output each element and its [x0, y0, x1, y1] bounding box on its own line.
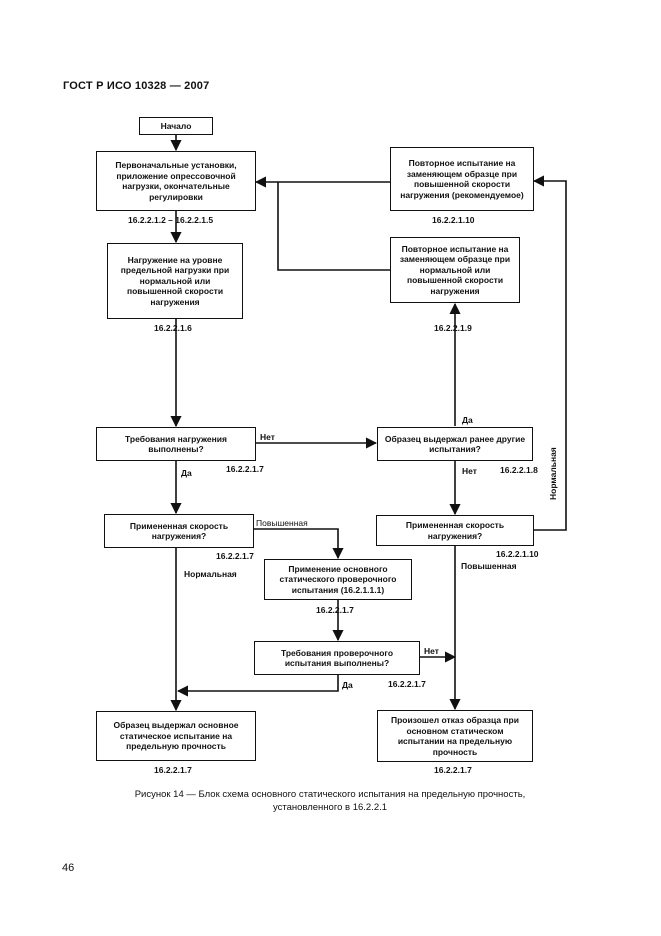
- arrow-speed-normal-to-retest-high: [532, 175, 567, 531]
- ref-label-setup: 16.2.2.1.2 – 16.2.2.1.5: [128, 215, 214, 225]
- ref-label-loading: 16.2.2.1.6: [154, 323, 192, 333]
- fail-result-box: Произошел отказ образца при основном ста…: [377, 710, 533, 762]
- branch-label-normal-left: Нормальная: [184, 569, 237, 579]
- previous-tests-decision: Образец выдержал ранее другие испытания?: [377, 427, 533, 461]
- page-number: 46: [62, 862, 75, 874]
- loading-speed-decision-left: Примененная скорость нагружения?: [104, 514, 254, 548]
- ref-label-proof-test: 16.2.2.1.7: [316, 605, 354, 615]
- branch-label-no-loading: Нет: [260, 432, 275, 442]
- ref-label-proof-check: 16.2.2.1.7: [388, 679, 426, 689]
- branch-label-high-right: Повышенная: [461, 561, 517, 571]
- figure-caption: Рисунок 14 — Блок схема основного статич…: [90, 788, 570, 814]
- ref-label-retest-normal: 16.2.2.1.9: [434, 323, 472, 333]
- ref-label-loading-check: 16.2.2.1.7: [226, 464, 264, 474]
- ref-label-previous-tests: 16.2.2.1.8: [500, 465, 538, 475]
- document-header: ГОСТ Р ИСО 10328 — 2007: [63, 80, 210, 92]
- branch-label-yes-previous: Да: [462, 415, 473, 425]
- ref-label-retest-high: 16.2.2.1.10: [432, 215, 475, 225]
- caption-line-2: установленного в 16.2.2.1: [272, 802, 388, 813]
- ref-label-speed-left: 16.2.2.1.7: [216, 551, 254, 561]
- branch-label-normal-right: Нормальная: [548, 447, 558, 500]
- ref-label-speed-right: 16.2.2.1.10: [496, 549, 539, 559]
- start-box: Начало: [139, 117, 213, 135]
- proof-requirements-decision: Требования проверочного испытания выполн…: [254, 641, 420, 675]
- branch-label-yes-loading: Да: [181, 468, 192, 478]
- loading-requirements-decision: Требования нагружения выполнены?: [96, 427, 256, 461]
- ref-label-pass: 16.2.2.1.7: [154, 765, 192, 775]
- proof-test-box: Применение основного статического провер…: [264, 559, 412, 600]
- ref-label-fail: 16.2.2.1.7: [434, 765, 472, 775]
- pass-result-box: Образец выдержал основное статическое ис…: [96, 711, 256, 761]
- retest-high-speed-box: Повторное испытание на заменяющем образц…: [390, 147, 534, 211]
- arrow-proofcheck-yes-to-pass: [176, 674, 339, 697]
- retest-normal-or-high-box: Повторное испытание на заменяющем образц…: [390, 237, 520, 303]
- branch-label-no-proof: Нет: [424, 646, 439, 656]
- branch-label-no-previous: Нет: [462, 466, 477, 476]
- arrow-speed-high-to-proof: [254, 528, 344, 560]
- initial-setup-box: Первоначальные установки, приложение опр…: [96, 151, 256, 211]
- loading-speed-decision-right: Примененная скорость нагружения?: [376, 515, 534, 546]
- ultimate-loading-box: Нагружение на уровне предельной нагрузки…: [107, 243, 243, 319]
- caption-line-1: Рисунок 14 — Блок схема основного статич…: [134, 789, 526, 800]
- branch-label-high-left: Повышенная: [256, 518, 308, 528]
- branch-label-yes-proof: Да: [342, 680, 353, 690]
- arrow-retest-to-setup: [277, 182, 390, 271]
